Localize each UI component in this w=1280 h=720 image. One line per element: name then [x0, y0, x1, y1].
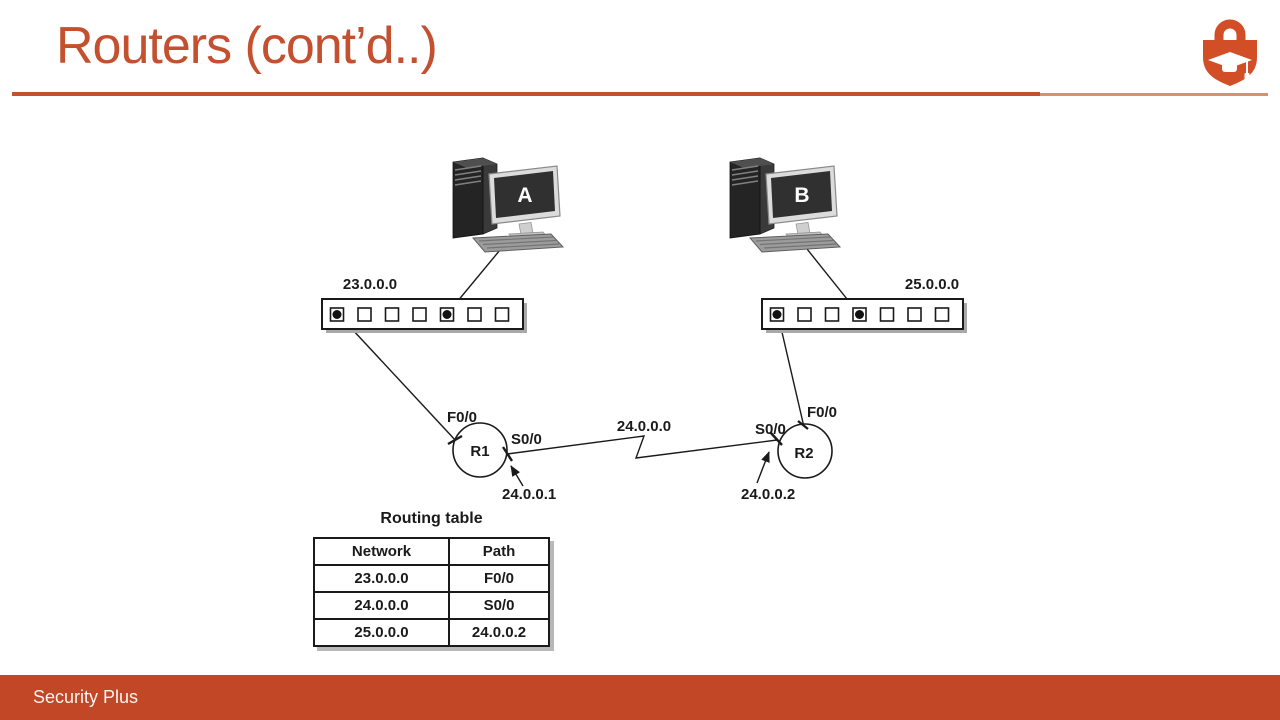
- tower-top: [730, 158, 774, 168]
- table-row: 23.0.0.0 F0/0: [315, 564, 548, 591]
- monitor-screen: [494, 171, 555, 218]
- r1-s00-label: S0/0: [511, 431, 542, 448]
- router-r1: [452, 422, 508, 478]
- link-switch25-to-r2: [777, 314, 805, 428]
- routing-table-header-row: Network Path: [315, 539, 548, 564]
- computer-a-label: A: [517, 184, 532, 207]
- cell-path: F0/0: [483, 570, 514, 587]
- switch-port: [494, 307, 510, 322]
- switch-23: [321, 298, 527, 333]
- port-connection-dot: [855, 310, 864, 319]
- routing-table-section: Routing table Network Path 23.0.0.0 F0/0…: [313, 510, 550, 647]
- tower-front: [729, 157, 761, 239]
- footer-bar: Security Plus: [0, 675, 1280, 720]
- r1-f00-label: F0/0: [447, 409, 477, 426]
- mortarboard: [1208, 52, 1252, 68]
- port-connection-dot: [772, 310, 782, 319]
- switch-port: [384, 307, 400, 322]
- link-switch23-to-r1: [337, 313, 458, 443]
- r2-f00-label: F0/0: [807, 404, 837, 421]
- routing-table-title: Routing table: [380, 510, 483, 527]
- switch-25: [761, 298, 967, 333]
- r2-f00-tick: [797, 420, 809, 430]
- slide-title: Routers (cont’d..): [56, 17, 438, 75]
- switch-port: [907, 307, 922, 322]
- router-r2-name: R2: [794, 445, 813, 462]
- network-24-label: 24.0.0.0: [617, 418, 671, 435]
- lock-shackle: [1214, 19, 1246, 42]
- network-25-label: 25.0.0.0: [905, 276, 959, 293]
- r1-serial-ip-label: 24.0.0.1: [502, 486, 556, 503]
- tassel-knob: [1244, 73, 1250, 81]
- tower-vents: [731, 165, 759, 186]
- footer-text: Security Plus: [33, 687, 139, 707]
- switch-port: [357, 307, 372, 322]
- routing-table: Network Path 23.0.0.0 F0/0 24.0.0.0 S0/0…: [313, 537, 550, 647]
- r2-serial-ip-label: 24.0.0.2: [741, 486, 795, 503]
- tower-vents: [454, 165, 482, 186]
- keyboard-keys: [478, 236, 560, 249]
- tower-top: [453, 158, 497, 168]
- monitor-screen: [771, 171, 832, 218]
- switch-port: [797, 307, 812, 322]
- title-underline: [12, 92, 1040, 96]
- switch-port: [934, 307, 950, 322]
- arrow-to-r2-s00: [756, 451, 770, 484]
- cell-network: 25.0.0.0: [315, 620, 450, 645]
- switch-port: [412, 307, 427, 322]
- r1-f00-tick: [447, 434, 463, 446]
- switch-port: [879, 307, 895, 322]
- router-r1-name: R1: [470, 443, 489, 460]
- cell-path: S0/0: [483, 597, 515, 614]
- switch-port: [824, 307, 840, 322]
- keyboard-keys: [755, 236, 837, 249]
- cap-base: [1222, 63, 1237, 72]
- port-connection-dot: [442, 310, 452, 319]
- network-23-label: 23.0.0.0: [343, 276, 397, 293]
- r2-s00-tick: [769, 431, 783, 446]
- r2-s00-label: S0/0: [755, 421, 786, 438]
- lock-graduation-logo-icon: [1203, 19, 1257, 86]
- arrow-to-r1-s00: [510, 465, 524, 487]
- computer-a: A: [452, 157, 565, 253]
- table-row: 25.0.0.0 24.0.0.2: [315, 618, 548, 645]
- tower-front: [452, 157, 484, 239]
- switch-port: [467, 307, 482, 322]
- cell-network: 24.0.0.0: [315, 593, 450, 618]
- router-r2: [777, 423, 833, 479]
- table-row: 24.0.0.0 S0/0: [315, 591, 548, 618]
- cell-network: 23.0.0.0: [315, 566, 450, 591]
- column-header-network: Network: [315, 539, 450, 564]
- computer-b: B: [729, 157, 842, 253]
- port-connection-dot: [332, 310, 342, 319]
- computer-b-label: B: [794, 184, 809, 207]
- cell-path: 24.0.0.2: [471, 624, 527, 641]
- serial-link-r1-r2: [506, 435, 778, 459]
- column-header-path: Path: [482, 543, 516, 560]
- title-underline-light: [1040, 93, 1268, 96]
- graduation-cap-icon: [1208, 52, 1252, 81]
- r1-s00-tick: [501, 446, 514, 462]
